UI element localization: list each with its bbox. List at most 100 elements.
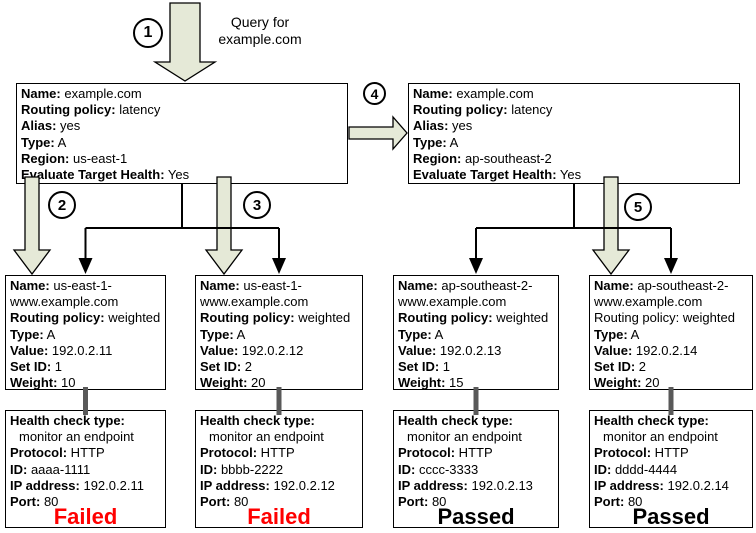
record-field: Protocol: HTTP (200, 445, 295, 461)
record-field: Port: 80 (10, 494, 59, 510)
record-field: www.example.com (594, 294, 703, 310)
left-branch-arrowhead-1-icon (78, 258, 93, 274)
record-field: Region: ap-southeast-2 (413, 150, 552, 166)
health-check-status: Failed (53, 503, 118, 529)
record-field: Evaluate Target Health: Yes (21, 167, 190, 183)
record-field: Health check type: (398, 413, 513, 428)
record-field: Value: 192.0.2.14 (594, 342, 698, 358)
step-number: 4 (370, 85, 379, 102)
record-field: www.example.com (398, 294, 507, 310)
record-field: ID: bbbb-2222 (200, 461, 284, 477)
record-field: monitor an endpoint (209, 429, 324, 445)
record-field: Health check type: (10, 413, 125, 428)
step-number: 3 (252, 196, 262, 214)
record-field: Health check type: (200, 413, 315, 428)
record-field: Type: A (21, 134, 67, 150)
record-field: Routing policy: weighted (200, 310, 351, 326)
step3-down-arrow-icon (204, 176, 244, 276)
record-field: Weight: 10 (10, 375, 76, 391)
record-field: Set ID: 1 (10, 359, 63, 375)
record-field: www.example.com (200, 294, 309, 310)
step-number: 5 (633, 198, 643, 216)
record-field: Alias: yes (413, 118, 473, 134)
step-number: 1 (143, 24, 153, 41)
step-number: 2 (57, 196, 67, 214)
record-field: Port: 80 (398, 494, 447, 510)
record-field: monitor an endpoint (407, 429, 522, 445)
record-field: Value: 192.0.2.11 (10, 342, 113, 358)
query-caption: Query for example.com (218, 14, 302, 47)
record-field: Protocol: HTTP (398, 445, 493, 461)
record-field: Set ID: 1 (398, 359, 451, 375)
step5-down-arrow-icon (591, 176, 631, 276)
right-branch-arrowhead-1-icon (469, 258, 483, 274)
record-field: IP address: 192.0.2.13 (398, 477, 533, 493)
record-field: Weight: 20 (594, 375, 660, 391)
record-field: Value: 192.0.2.13 (398, 342, 502, 358)
record-field: Set ID: 2 (594, 359, 647, 375)
record-field: Name: us-east-1- (10, 278, 112, 293)
record-field: Protocol: HTTP (594, 445, 689, 461)
record-field: Port: 80 (594, 494, 643, 510)
step-badge-1: 1 (133, 18, 163, 48)
record-field: Value: 192.0.2.12 (200, 342, 304, 358)
step-badge-2: 2 (48, 191, 76, 219)
record-field: Name: us-east-1- (200, 278, 302, 293)
health-check-status: Passed (632, 503, 710, 529)
record-field: Routing policy: latency (413, 102, 553, 118)
record-field: Weight: 15 (398, 375, 464, 391)
record-field: Name: ap-southeast-2- (594, 278, 729, 293)
record-field: ID: cccc-3333 (398, 461, 479, 477)
record-field: Name: example.com (21, 86, 142, 101)
record-field: Routing policy: latency (21, 102, 161, 118)
record-field: Type: A (594, 326, 640, 342)
record-field: Port: 80 (200, 494, 249, 510)
record-field: IP address: 192.0.2.14 (594, 477, 729, 493)
record-field: monitor an endpoint (603, 429, 718, 445)
record-field: IP address: 192.0.2.12 (200, 477, 335, 493)
left-branch-arrowhead-2-icon (272, 258, 286, 274)
record-field: Routing policy: weighted (398, 310, 549, 326)
record-field: IP address: 192.0.2.11 (10, 477, 144, 493)
record-field: Type: A (398, 326, 444, 342)
right-branch-arrowhead-2-icon (664, 258, 678, 274)
step-badge-3: 3 (243, 191, 271, 219)
health-check-status: Passed (437, 503, 515, 529)
record-field: Routing policy: weighted (10, 310, 161, 326)
health-check-link-stubs (83, 387, 674, 415)
record-field: Health check type: (594, 413, 709, 428)
step-badge-5: 5 (624, 193, 652, 221)
health-check-status: Failed (247, 503, 311, 529)
record-field: Alias: yes (21, 118, 81, 134)
step-badge-4: 4 (363, 82, 386, 105)
record-field: Weight: 20 (200, 375, 266, 391)
step2-down-arrow-icon (12, 176, 52, 276)
step4-right-arrow-icon (348, 115, 408, 151)
record-field: ID: aaaa-1111 (10, 461, 91, 477)
record-field: www.example.com (10, 294, 119, 310)
record-field: monitor an endpoint (19, 429, 134, 445)
record-field: Type: A (413, 134, 459, 150)
record-field: Type: A (200, 326, 246, 342)
record-field: Name: example.com (413, 86, 534, 101)
record-field: Routing policy: weighted (594, 310, 735, 326)
